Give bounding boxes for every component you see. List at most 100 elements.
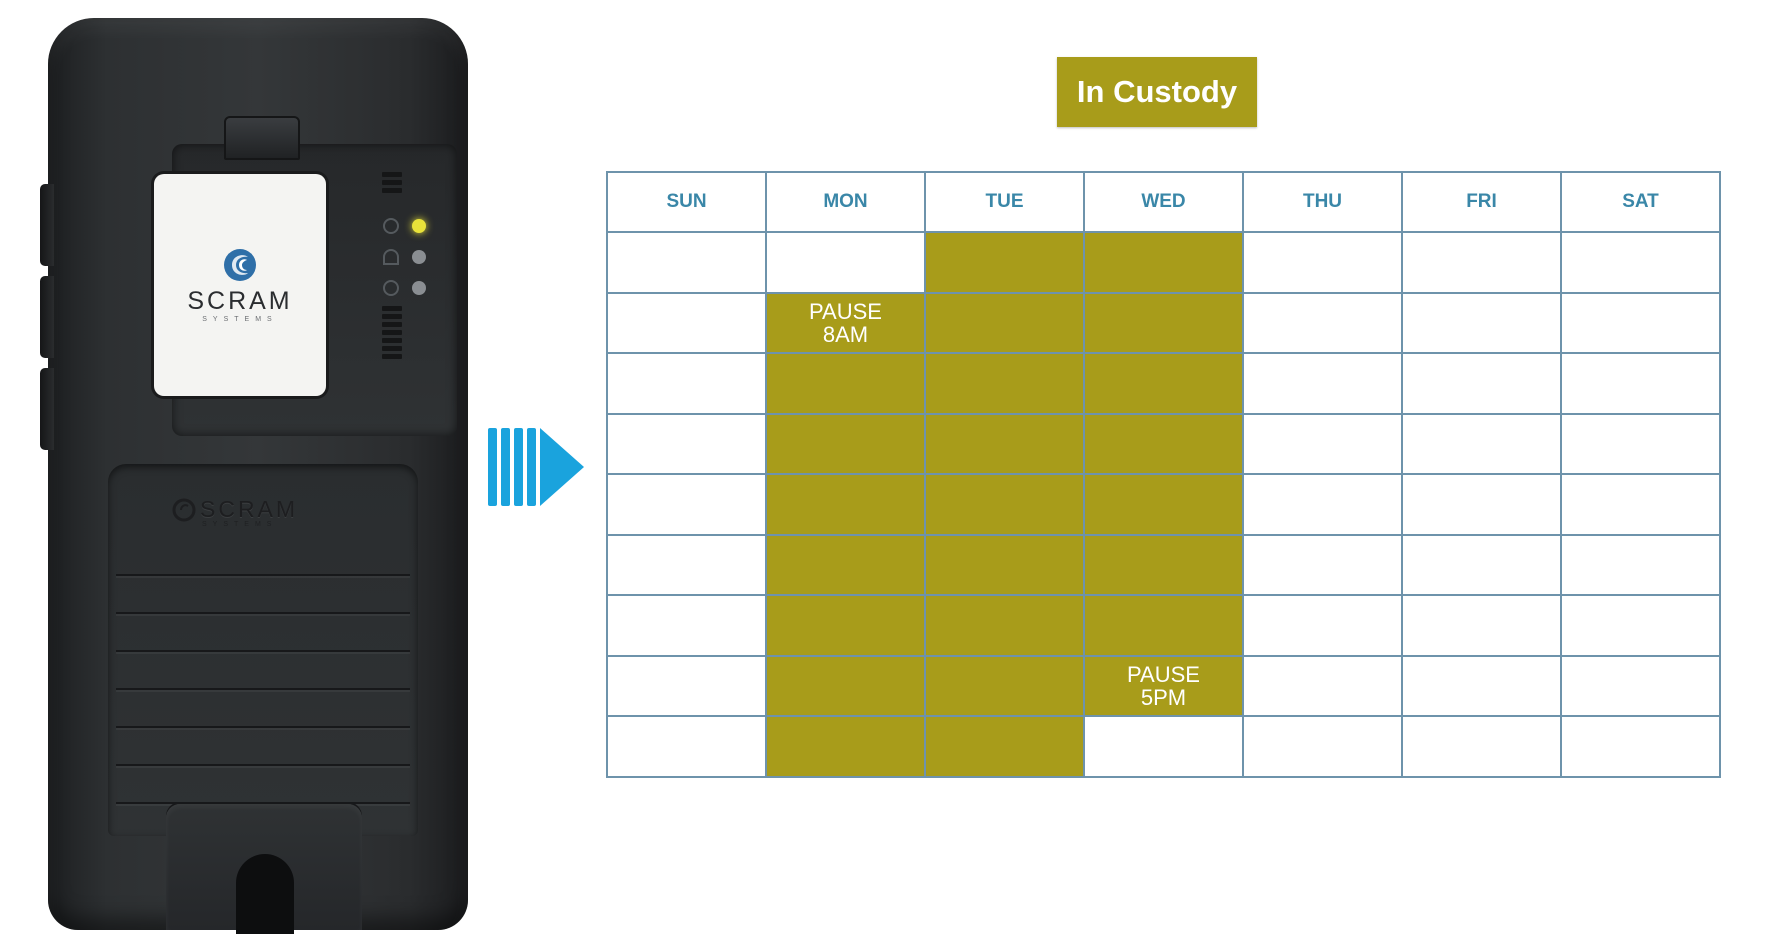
calendar-cell (1242, 231, 1403, 294)
calendar-cell (1401, 654, 1562, 717)
calendar-cell (1242, 352, 1403, 415)
calendar-cell (1560, 533, 1721, 596)
day-header-mon: MON (765, 171, 926, 233)
calendar-cell (924, 715, 1085, 778)
calendar-cell (1083, 231, 1244, 294)
panel-rib (116, 688, 410, 690)
calendar-cell (1560, 473, 1721, 536)
panel-rib (116, 802, 410, 804)
wireless-led (412, 250, 426, 264)
pause-label-text: PAUSE (1127, 661, 1200, 687)
panel-brand-subtext: SYSTEMS (202, 521, 278, 528)
card-brand-text: SCRAM (187, 287, 293, 315)
calendar-cell (606, 473, 767, 536)
calendar-cell (1401, 291, 1562, 354)
day-header-sun: SUN (606, 171, 767, 233)
panel-brand-logo: SCRAM (172, 496, 298, 523)
calendar-cell (1242, 654, 1403, 717)
panel-rib (116, 726, 410, 728)
calendar-cell (765, 473, 926, 536)
device-lower-panel (108, 464, 418, 836)
scram-logo-icon (172, 498, 196, 521)
calendar-cell (765, 231, 926, 294)
speaker-grille-bottom (382, 314, 402, 319)
card-brand-subtext: SYSTEMS (202, 316, 278, 323)
speaker-grille-top (382, 180, 402, 185)
calendar-cell (924, 654, 1085, 717)
calendar-cell (1242, 715, 1403, 778)
day-header-sat: SAT (1560, 171, 1721, 233)
day-header-thu: THU (1242, 171, 1403, 233)
calendar-cell (606, 533, 767, 596)
calendar-cell (924, 291, 1085, 354)
calendar-cell (1560, 231, 1721, 294)
calendar-cell (1401, 231, 1562, 294)
calendar-cell (1560, 715, 1721, 778)
calendar-cell (606, 231, 767, 294)
scram-device: SCRAM SYSTEMS SCRAM SYSTEMS (40, 18, 468, 934)
calendar-cell (606, 715, 767, 778)
calendar-cell (1083, 352, 1244, 415)
calendar-cell (1083, 594, 1244, 657)
calendar-cell (1560, 352, 1721, 415)
day-header-wed: WED (1083, 171, 1244, 233)
power-led (412, 219, 426, 233)
panel-rib (116, 574, 410, 576)
calendar-cell (1242, 412, 1403, 475)
calendar-cell (924, 352, 1085, 415)
speaker-grille-top (382, 172, 402, 177)
power-icon (383, 218, 399, 234)
calendar-cell (1560, 291, 1721, 354)
scram-logo-icon (224, 249, 256, 281)
calendar-cell (765, 412, 926, 475)
calendar-cell (765, 715, 926, 778)
latch-opening (236, 854, 294, 934)
calendar-cell (1401, 715, 1562, 778)
clock-icon (383, 280, 399, 296)
day-header-tue: TUE (924, 171, 1085, 233)
calendar-cell (1401, 594, 1562, 657)
calendar-cell (765, 654, 926, 717)
speaker-grille-bottom (382, 322, 402, 327)
calendar-cell (1242, 533, 1403, 596)
speaker-grille-bottom (382, 354, 402, 359)
calendar-cell (1401, 352, 1562, 415)
calendar-cell (606, 291, 767, 354)
panel-brand-text: SCRAM (200, 496, 299, 522)
calendar-cell (606, 352, 767, 415)
calendar-cell (924, 473, 1085, 536)
device-bottom-latch (166, 804, 362, 934)
device-clip (224, 116, 300, 160)
calendar-cell (924, 533, 1085, 596)
calendar-cell (1242, 291, 1403, 354)
calendar-cell (1401, 473, 1562, 536)
device-label-card: SCRAM SYSTEMS (154, 174, 326, 396)
calendar-cell (924, 412, 1085, 475)
calendar-cell (924, 594, 1085, 657)
speaker-grille-bottom (382, 306, 402, 311)
calendar-cell (1560, 594, 1721, 657)
pause-label-text: 5PM (1140, 684, 1187, 710)
day-header-fri: FRI (1401, 171, 1562, 233)
calendar-cell (1401, 533, 1562, 596)
clock-led (412, 281, 426, 295)
wireless-icon (383, 249, 399, 265)
side-button-2 (40, 276, 54, 358)
calendar-cell (924, 231, 1085, 294)
calendar-cell (1560, 654, 1721, 717)
calendar-cell (1242, 473, 1403, 536)
speaker-grille-bottom (382, 338, 402, 343)
calendar-cell (1083, 473, 1244, 536)
calendar-cell (606, 594, 767, 657)
speaker-grille-bottom (382, 330, 402, 335)
calendar-cell (606, 654, 767, 717)
side-button-1 (40, 184, 54, 266)
side-button-3 (40, 368, 54, 450)
pause-label-text: PAUSE (809, 298, 882, 324)
calendar-cell (1401, 412, 1562, 475)
right-arrow-icon (488, 428, 584, 506)
calendar-cell (1242, 594, 1403, 657)
panel-rib (116, 612, 410, 614)
panel-rib (116, 764, 410, 766)
